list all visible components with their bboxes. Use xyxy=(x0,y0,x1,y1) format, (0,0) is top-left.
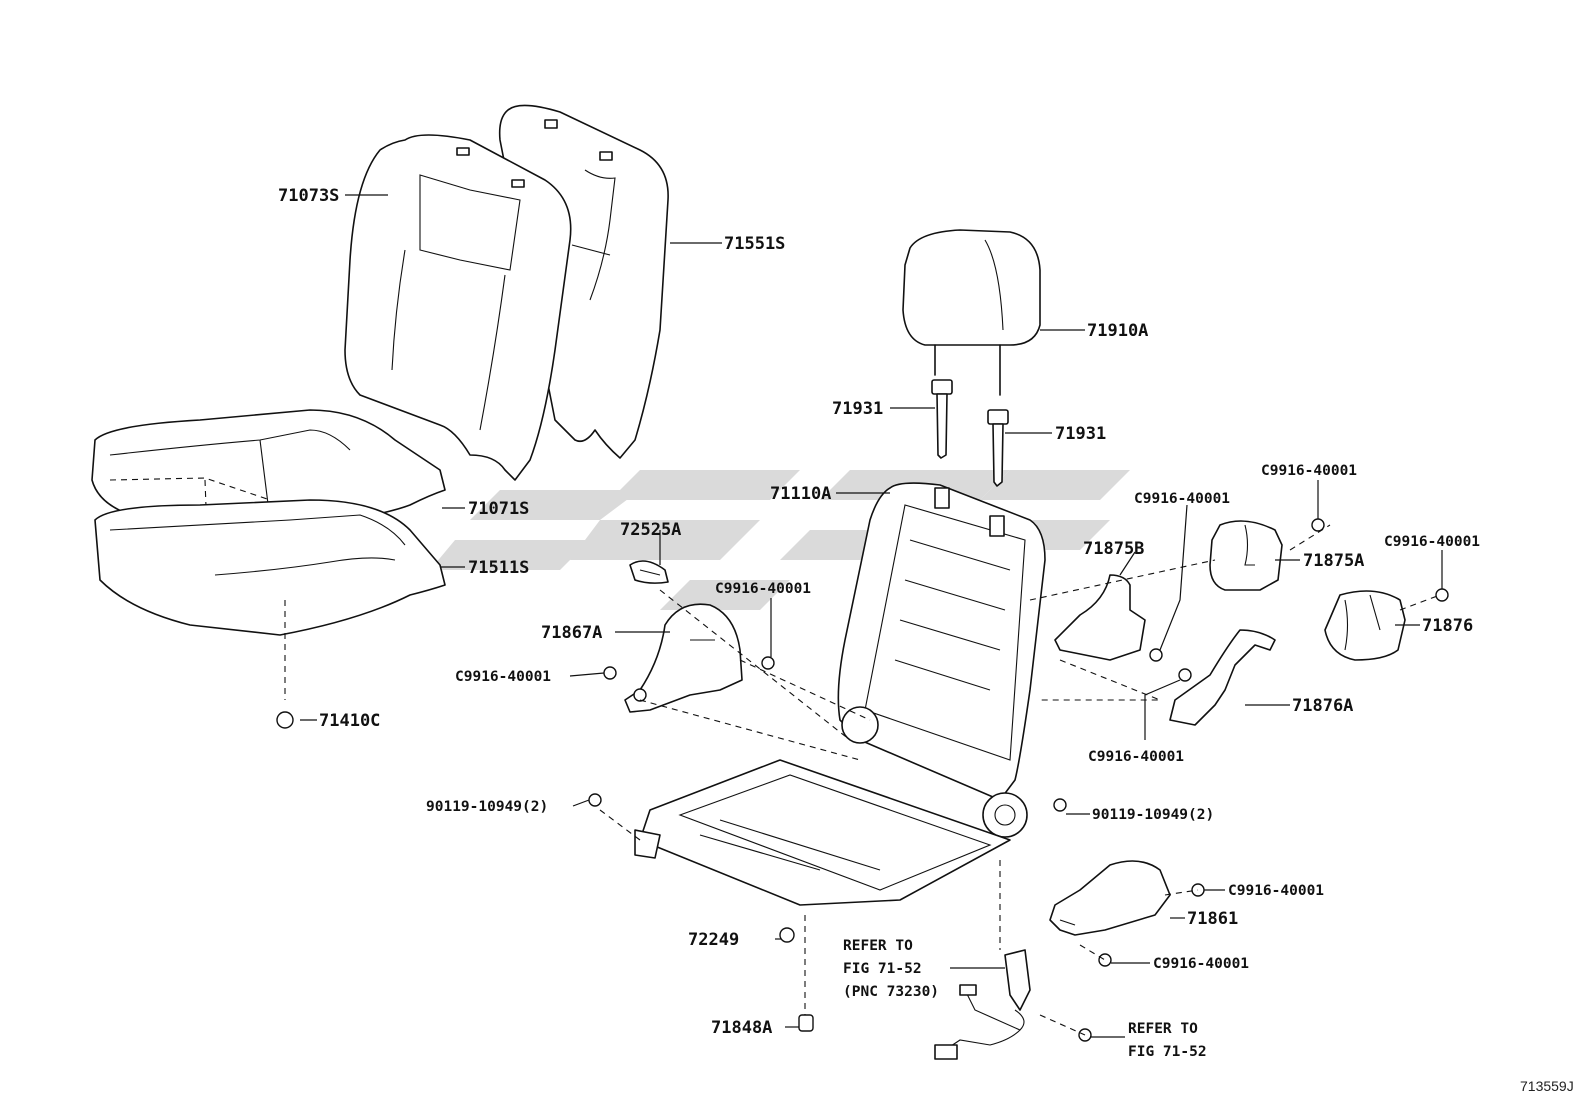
clip-72525a xyxy=(629,560,669,584)
assembly-lines xyxy=(599,524,1441,1036)
headrest-71910a xyxy=(902,229,1041,396)
label-71071s: 71071S xyxy=(468,499,529,519)
ref1-line3: (PNC 73230) xyxy=(843,984,939,1000)
seatbelt-buckle xyxy=(934,949,1031,1060)
label-c9916-a: C9916-40001 xyxy=(455,669,551,685)
label-72525a: 72525A xyxy=(620,520,681,540)
label-71876: 71876 xyxy=(1422,616,1473,636)
label-c9916-f: C9916-40001 xyxy=(1088,749,1184,765)
ref2-line1: REFER TO xyxy=(1128,1021,1198,1037)
fastener-c-mid xyxy=(761,656,775,670)
fastener-c-topright xyxy=(1311,518,1325,532)
bracket-71876a xyxy=(1169,629,1276,726)
label-71875a: 71875A xyxy=(1303,551,1364,571)
label-71931-right: 71931 xyxy=(1055,424,1106,444)
cushion-pad-71511s xyxy=(94,499,446,700)
fastener-c-left xyxy=(603,666,617,680)
ref1-line1: REFER TO xyxy=(843,938,913,954)
part-labels: 71073S 71551S 71910A 71931 71931 71110A … xyxy=(278,186,1574,1094)
label-71551s: 71551S xyxy=(724,234,785,254)
bracket-71875b xyxy=(1054,574,1146,661)
label-c9916-e: C9916-40001 xyxy=(1384,534,1480,550)
figure-id: 713559J xyxy=(1520,1078,1574,1094)
label-71110a: 71110A xyxy=(770,484,831,504)
cushion-cover-71071s xyxy=(91,409,446,561)
label-c9916-g: C9916-40001 xyxy=(1228,883,1324,899)
ref2-line2: FIG 71-52 xyxy=(1128,1044,1207,1060)
fastener-72249 xyxy=(779,927,795,943)
label-c9916-c: C9916-40001 xyxy=(1134,491,1230,507)
leader-lines xyxy=(300,194,1443,1038)
headrest-support-71931-left xyxy=(931,379,953,459)
seatback-cover-71073s xyxy=(344,134,572,481)
label-71861: 71861 xyxy=(1187,909,1238,929)
outer-cover-71861 xyxy=(1049,860,1171,936)
label-72249: 72249 xyxy=(688,930,739,950)
fastener-c-bracket xyxy=(1149,648,1163,662)
ref1-line2: FIG 71-52 xyxy=(843,961,922,977)
label-c9916-b: C9916-40001 xyxy=(715,581,811,597)
seat-frame-71110a xyxy=(634,482,1046,906)
label-71910a: 71910A xyxy=(1087,321,1148,341)
label-71931-left: 71931 xyxy=(832,399,883,419)
fastener-bolt-right xyxy=(1053,798,1067,812)
label-71073s: 71073S xyxy=(278,186,339,206)
label-c9916-h: C9916-40001 xyxy=(1153,956,1249,972)
headrest-support-71931-right xyxy=(987,409,1009,487)
label-bolt-right: 90119-10949(2) xyxy=(1092,807,1214,823)
label-71875b: 71875B xyxy=(1083,539,1144,559)
label-71876a: 71876A xyxy=(1292,696,1353,716)
label-bolt-left: 90119-10949(2) xyxy=(426,799,548,815)
inner-cover-71867a xyxy=(624,603,743,713)
label-71848a: 71848A xyxy=(711,1018,772,1038)
fastener-71410c xyxy=(276,711,294,729)
label-c9916-d: C9916-40001 xyxy=(1261,463,1357,479)
label-71410c: 71410C xyxy=(319,711,380,731)
fastener-c-farright xyxy=(1435,588,1449,602)
fastener-c-outer2 xyxy=(1098,953,1112,967)
cover-71875a xyxy=(1209,520,1283,591)
label-71511s: 71511S xyxy=(468,558,529,578)
fastener-bolt-left xyxy=(588,793,602,807)
cover-71876 xyxy=(1324,590,1406,661)
fastener-71848a xyxy=(798,1014,814,1032)
fastener-c-lower xyxy=(1178,668,1192,682)
label-71867a: 71867A xyxy=(541,623,602,643)
